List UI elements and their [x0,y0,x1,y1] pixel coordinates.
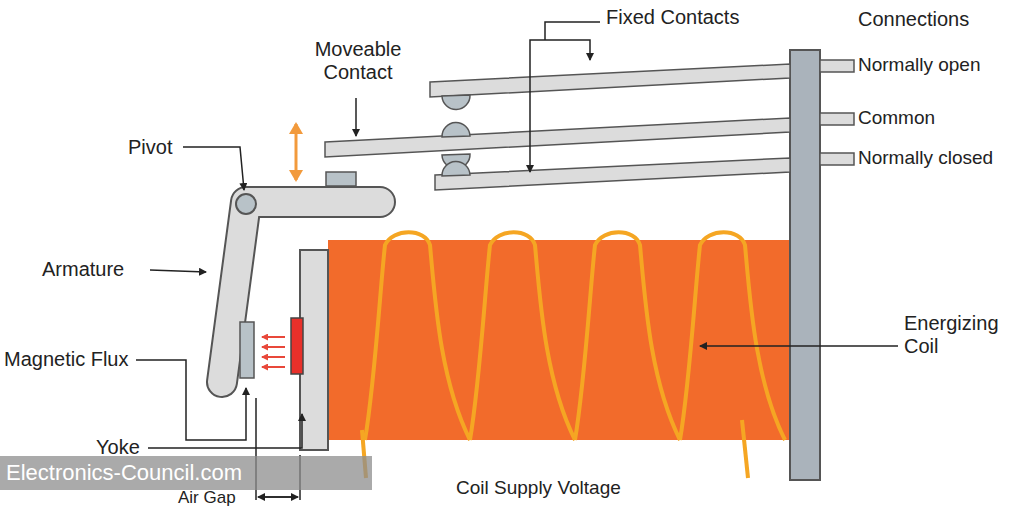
part-label: Moveable Contact [298,38,418,84]
yoke-plate [300,250,328,450]
motion-arrow [295,152,298,180]
armature [222,202,380,382]
moveable-contact [325,118,790,157]
contact-button [442,161,470,176]
part-label: Pivot [128,136,172,159]
part-label: Connections [858,8,969,31]
contact-button [442,122,470,137]
fixed-contact-no [430,64,790,97]
part-label: Yoke [96,436,140,459]
part-label: Armature [42,258,124,281]
terminal-label: Normally closed [858,147,993,169]
note-label: Coil Supply Voltage [456,477,621,499]
coil-turn [680,232,785,440]
terminal-label: Normally open [858,54,981,76]
coil-winding [365,232,785,440]
terminal [820,60,854,72]
part-label: Magnetic Flux [4,348,129,371]
watermark: Electronics-Council.com [6,460,242,485]
terminal-label: Common [858,107,935,129]
pivot [236,194,256,214]
part-label: Air Gap [178,488,236,508]
part-label: Fixed Contacts [606,6,739,29]
watermark-band [0,456,372,490]
magnet-pole [291,318,303,374]
coil-turn [470,232,575,440]
coil-turn [365,232,470,440]
coil-lead [742,420,748,478]
motion-arrow [295,124,298,152]
leader-lines [136,22,898,500]
flux-arrows [262,337,285,367]
contact-lifter [326,172,356,186]
fixed-contact-nc [435,158,790,190]
terminal-plate [790,50,820,480]
part-label: Energizing Coil [904,312,1014,358]
terminal [820,113,854,125]
terminal [820,153,854,165]
armature-fill [222,202,380,382]
armature-plate [240,322,254,378]
contact-button [442,95,470,110]
coil-turn [575,232,680,440]
